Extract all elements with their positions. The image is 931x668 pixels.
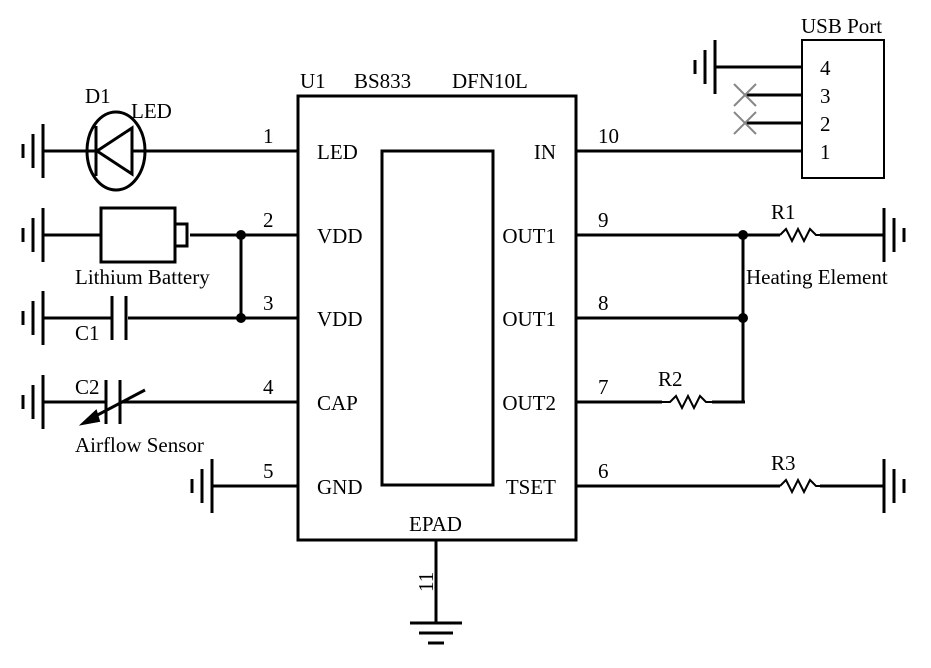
pin-7-name: OUT2 <box>502 391 556 415</box>
usb-pin-1: 1 <box>820 140 831 164</box>
resistor-r1: R1 Heating Element <box>746 200 888 289</box>
resistor-r2: R2 <box>658 367 745 411</box>
r3-designator: R3 <box>771 451 796 475</box>
variable-arrow-icon <box>78 409 101 426</box>
c2-label: Airflow Sensor <box>75 433 204 457</box>
ground-icon-c2 <box>21 375 106 429</box>
ground-icon-battery <box>21 208 101 262</box>
usb-pin-2: 2 <box>820 112 831 136</box>
pin-5-number: 5 <box>263 459 274 483</box>
pin-8-number: 8 <box>598 291 609 315</box>
c1-designator: C1 <box>75 321 100 345</box>
pin-6-number: 6 <box>598 459 609 483</box>
junction-dot-vdd-top <box>236 230 246 240</box>
ic-inner-box <box>380 149 495 487</box>
r2-designator: R2 <box>658 367 683 391</box>
pin-9-name: OUT1 <box>502 224 556 248</box>
pin-2-name: VDD <box>317 224 363 248</box>
ground-icon-pin5 <box>190 459 220 513</box>
c2-designator: C2 <box>75 375 100 399</box>
pin-10-name: IN <box>534 140 556 164</box>
no-connect-icon-pin2 <box>733 111 757 135</box>
ic-package: DFN10L <box>452 69 528 93</box>
pin-4-number: 4 <box>263 375 274 399</box>
led-diode-icon <box>94 125 134 177</box>
pin-1-name: LED <box>317 140 358 164</box>
d1-label: LED <box>131 99 172 123</box>
pin-8-name: OUT1 <box>502 307 556 331</box>
capacitor-c1: C1 <box>75 296 128 345</box>
r1-designator: R1 <box>771 200 796 224</box>
usb-pin-3: 3 <box>820 84 831 108</box>
resistor-r3: R3 <box>771 451 884 495</box>
usb-title: USB Port <box>801 14 882 38</box>
pin-5-name: GND <box>317 475 363 499</box>
junction-dot-vdd-bottom <box>236 313 246 323</box>
d1-designator: D1 <box>85 84 111 108</box>
usb-pin-4: 4 <box>820 56 831 80</box>
pin-11-number: 11 <box>414 572 438 592</box>
ground-icon-c1 <box>21 291 112 345</box>
epad-ground-net: 11 <box>410 540 462 645</box>
pin-2-number: 2 <box>263 208 274 232</box>
battery-label: Lithium Battery <box>75 265 210 289</box>
ground-icon-r3 <box>882 459 906 513</box>
ground-icon-usb <box>693 40 717 94</box>
battery-body <box>99 206 177 264</box>
pin-6-name: TSET <box>506 475 556 499</box>
usb-connector-body <box>801 39 885 179</box>
pin-3-name: VDD <box>317 307 363 331</box>
pin-9-number: 9 <box>598 208 609 232</box>
pin-4-name: CAP <box>317 391 358 415</box>
usb-port: USB Port 4 3 2 1 <box>715 14 885 179</box>
junction-dot-out1-top <box>738 230 748 240</box>
ic-part-number: BS833 <box>354 69 411 93</box>
ground-icon-r1 <box>882 208 906 262</box>
ic-epad-label: EPAD <box>409 512 462 536</box>
battery-terminal <box>173 222 189 248</box>
ground-down-icon <box>410 621 462 645</box>
pin-3-number: 3 <box>263 291 274 315</box>
led-d1: D1 LED <box>85 84 172 192</box>
ic-designator: U1 <box>300 69 326 93</box>
right-pins: 10 9 8 7 6 IN OUT1 OUT1 OUT2 TSET <box>502 124 802 499</box>
variable-capacitor-c2: C2 Airflow Sensor <box>75 375 204 457</box>
left-pins: 1 2 3 4 5 LED VDD VDD CAP GND <box>120 124 363 499</box>
junction-dot-out1-bottom <box>738 313 748 323</box>
no-connect-icon-pin3 <box>733 83 757 107</box>
pin-7-number: 7 <box>598 375 609 399</box>
pin-10-number: 10 <box>598 124 619 148</box>
r1-label: Heating Element <box>746 265 888 289</box>
ground-icon-d1 <box>21 124 88 178</box>
pin-1-number: 1 <box>263 124 274 148</box>
lithium-battery: Lithium Battery <box>75 206 210 289</box>
